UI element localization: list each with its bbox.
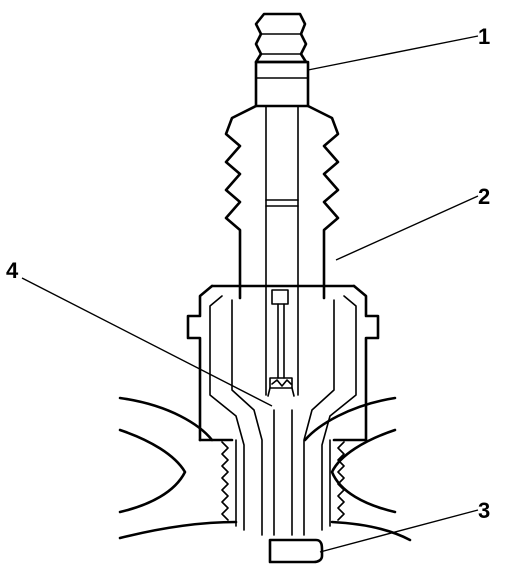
shell-threads <box>221 439 345 527</box>
leader-2 <box>335 195 479 261</box>
metal-shell <box>186 284 380 536</box>
callout-3: 3 <box>478 498 490 523</box>
insulator-body <box>224 104 340 396</box>
terminal-collar <box>254 60 310 108</box>
ground-electrode <box>268 538 324 564</box>
cylinder-head-outline <box>118 396 412 542</box>
center-electrode-resistor <box>267 289 295 536</box>
leader-3 <box>319 509 479 553</box>
callout-leaders <box>21 35 479 553</box>
terminal-nut <box>254 12 308 64</box>
leader-1 <box>307 35 479 71</box>
callout-2: 2 <box>478 184 490 209</box>
callout-4: 4 <box>6 258 19 283</box>
leader-4 <box>21 277 273 407</box>
callout-1: 1 <box>478 24 490 49</box>
